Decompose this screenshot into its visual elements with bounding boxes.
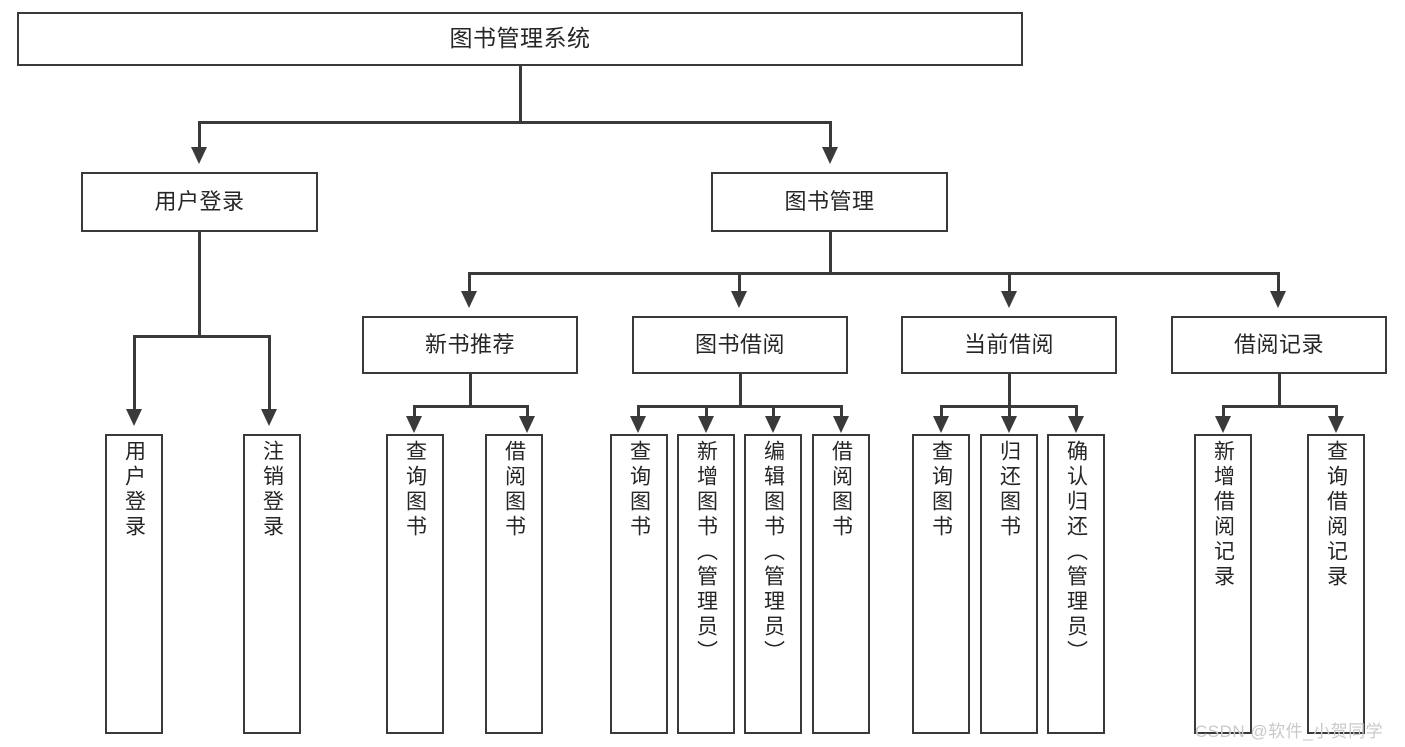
arrowhead-current-borrow-leaf-1 — [933, 416, 949, 433]
leaf-query-book[interactable]: 查询图书 — [610, 434, 668, 734]
leaf-add-book-admin[interactable]: 新增图书（管理员） — [677, 434, 735, 734]
connector-book-mgmt-to-new-book — [468, 272, 471, 293]
connector-borrow-book-bus — [637, 405, 843, 408]
connector-borrow-record-leaf-2 — [1335, 405, 1338, 419]
connector-borrow-book-leaf-4 — [840, 405, 843, 419]
connector-new-book-leaf-1 — [413, 405, 416, 419]
connector-root-to-user-login — [198, 121, 201, 149]
node-label: 当前借阅 — [963, 332, 1054, 358]
connector-new-book-leaf-2 — [526, 405, 529, 419]
connector-borrow-record-bus — [1222, 405, 1338, 408]
leaf-query-book-new[interactable]: 查询图书 — [386, 434, 444, 734]
arrowhead-current-borrow-leaf-3 — [1068, 416, 1084, 433]
arrowhead-current-borrow — [1001, 291, 1017, 308]
connector-new-book-stem — [469, 374, 472, 407]
node-label: 查询图书 — [627, 440, 651, 540]
connector-user-login-leaf-2 — [268, 335, 271, 411]
node-root-system[interactable]: 图书管理系统 — [17, 12, 1023, 66]
leaf-borrow-book-new[interactable]: 借阅图书 — [485, 434, 543, 734]
node-user-login[interactable]: 用户登录 — [81, 172, 318, 232]
node-label: 编辑图书（管理员） — [761, 440, 785, 665]
leaf-edit-book-admin[interactable]: 编辑图书（管理员） — [744, 434, 802, 734]
arrowhead-borrow-book-leaf-4 — [833, 416, 849, 433]
leaf-return-book[interactable]: 归还图书 — [980, 434, 1038, 734]
node-book-management[interactable]: 图书管理 — [711, 172, 948, 232]
arrowhead-borrow-record-leaf-1 — [1215, 416, 1231, 433]
arrowhead-borrow-book — [731, 291, 747, 308]
arrowhead-borrow-record — [1270, 291, 1286, 308]
connector-borrow-record-stem — [1278, 374, 1281, 407]
node-label: 图书管理系统 — [449, 25, 591, 52]
node-label: 新增图书（管理员） — [694, 440, 718, 665]
arrowhead-borrow-book-leaf-2 — [698, 416, 714, 433]
connector-current-borrow-leaf-2 — [1008, 405, 1011, 419]
connector-new-book-bus — [413, 405, 529, 408]
arrowhead-leaf-user-login — [126, 409, 142, 426]
connector-borrow-book-leaf-2 — [705, 405, 708, 419]
node-label: 用户登录 — [154, 189, 245, 215]
leaf-borrow-book[interactable]: 借阅图书 — [812, 434, 870, 734]
connector-current-borrow-leaf-3 — [1075, 405, 1078, 419]
connector-root-bus — [198, 121, 832, 124]
node-label: 图书借阅 — [694, 332, 785, 358]
connector-book-mgmt-stem — [829, 232, 832, 273]
arrowhead-leaf-logout — [261, 409, 277, 426]
node-label: 借阅图书 — [829, 440, 853, 540]
leaf-add-borrow-record[interactable]: 新增借阅记录 — [1194, 434, 1252, 734]
connector-root-stem — [519, 66, 522, 122]
arrowhead-borrow-book-leaf-1 — [630, 416, 646, 433]
node-label: 确认归还（管理员） — [1064, 440, 1088, 665]
node-label: 注销登录 — [260, 440, 284, 540]
leaf-user-login[interactable]: 用户登录 — [105, 434, 163, 734]
node-label: 查询图书 — [929, 440, 953, 540]
connector-user-login-stem — [198, 232, 201, 336]
node-label: 图书管理 — [784, 189, 875, 215]
arrowhead-current-borrow-leaf-2 — [1001, 416, 1017, 433]
arrowhead-user-login — [191, 147, 207, 164]
node-label: 用户登录 — [122, 440, 146, 540]
connector-book-mgmt-to-current-borrow — [1008, 272, 1011, 293]
node-label: 归还图书 — [997, 440, 1021, 540]
arrowhead-new-book — [461, 291, 477, 308]
arrowhead-borrow-book-leaf-3 — [765, 416, 781, 433]
node-label: 借阅记录 — [1233, 332, 1324, 358]
leaf-query-borrow-record[interactable]: 查询借阅记录 — [1307, 434, 1365, 734]
node-label: 新增借阅记录 — [1211, 440, 1235, 590]
node-current-borrow[interactable]: 当前借阅 — [901, 316, 1117, 374]
arrowhead-book-mgmt — [822, 147, 838, 164]
connector-current-borrow-stem — [1008, 374, 1011, 407]
leaf-logout[interactable]: 注销登录 — [243, 434, 301, 734]
leaf-query-book-current[interactable]: 查询图书 — [912, 434, 970, 734]
connector-user-login-bus — [133, 335, 271, 338]
connector-borrow-book-leaf-3 — [772, 405, 775, 419]
connector-borrow-book-leaf-1 — [637, 405, 640, 419]
node-label: 借阅图书 — [502, 440, 526, 540]
arrowhead-new-book-leaf-2 — [519, 416, 535, 433]
connector-borrow-book-stem — [739, 374, 742, 407]
connector-book-mgmt-to-borrow-book — [738, 272, 741, 293]
connector-root-to-book-mgmt — [829, 121, 832, 149]
arrowhead-borrow-record-leaf-2 — [1328, 416, 1344, 433]
node-book-borrow[interactable]: 图书借阅 — [632, 316, 848, 374]
node-label: 查询借阅记录 — [1324, 440, 1348, 590]
leaf-confirm-return-admin[interactable]: 确认归还（管理员） — [1047, 434, 1105, 734]
connector-current-borrow-leaf-1 — [940, 405, 943, 419]
arrowhead-new-book-leaf-1 — [406, 416, 422, 433]
connector-user-login-leaf-1 — [133, 335, 136, 411]
connector-borrow-record-leaf-1 — [1222, 405, 1225, 419]
node-borrow-record[interactable]: 借阅记录 — [1171, 316, 1387, 374]
connector-book-mgmt-to-borrow-record — [1277, 272, 1280, 293]
node-new-book-recommend[interactable]: 新书推荐 — [362, 316, 578, 374]
node-label: 新书推荐 — [424, 332, 515, 358]
connector-book-mgmt-bus — [468, 272, 1280, 275]
node-label: 查询图书 — [403, 440, 427, 540]
